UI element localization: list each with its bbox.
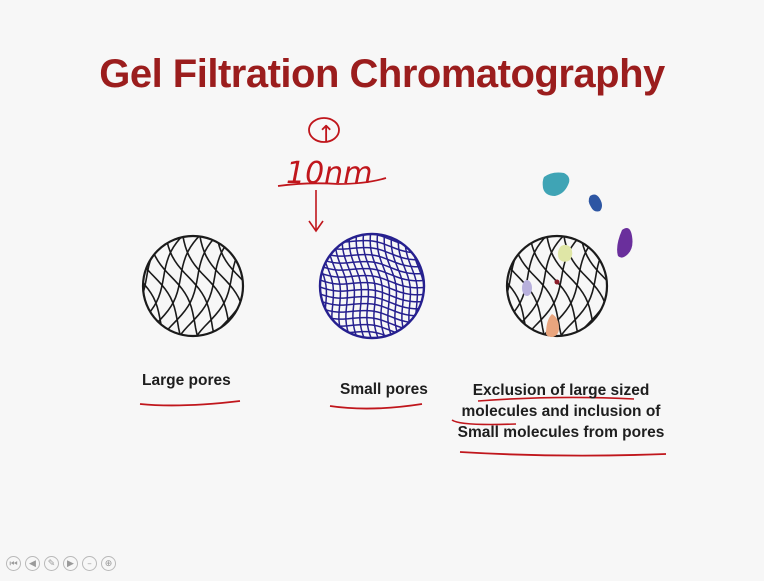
- mesh-strand: [426, 229, 443, 343]
- small-pore-bead-outline: [320, 234, 424, 338]
- mesh-strand: [440, 231, 500, 339]
- mesh-strand: [315, 334, 429, 351]
- mesh-strand: [315, 341, 429, 358]
- nav-pen-button[interactable]: ✎: [44, 556, 59, 571]
- caption-exclusion-line3: Small molecules from pores: [455, 422, 667, 443]
- mesh-strand: [314, 229, 331, 343]
- mesh-strand: [419, 229, 436, 343]
- nav-prev-button[interactable]: ◀: [25, 556, 40, 571]
- mesh-strand: [246, 231, 306, 339]
- lilac-molecule: [522, 280, 532, 296]
- mesh-strand: [321, 229, 338, 343]
- mesh-strand: [461, 231, 513, 343]
- handwritten-annotation: ↑ 10nm: [278, 118, 386, 231]
- nav-zoom-button[interactable]: ⊕: [101, 556, 116, 571]
- nav-next-button[interactable]: ▶: [63, 556, 78, 571]
- caption-exclusion-line2: molecules and inclusion of: [455, 401, 667, 422]
- slide-navigation-bar: ⏮ ◀ ✎ ▶ – ⊕: [6, 556, 116, 571]
- nav-first-button[interactable]: ⏮: [6, 556, 21, 571]
- caption-exclusion-line1: Exclusion of large sized: [455, 380, 667, 401]
- caption-small-pores: Small pores: [340, 381, 428, 399]
- mesh-strand: [97, 231, 149, 343]
- blue-molecule: [589, 195, 602, 212]
- large-pore-mesh: [76, 231, 306, 343]
- mesh-strand: [495, 231, 547, 343]
- mesh-strand: [405, 229, 422, 343]
- mesh-strand: [80, 231, 132, 343]
- large-pore-bead: [76, 231, 306, 343]
- exclusion-bead: [440, 231, 670, 343]
- small-pore-bead: [300, 215, 443, 358]
- annotation-up-arrow-icon: ↑: [317, 122, 335, 147]
- mesh-strand: [315, 320, 429, 337]
- red-dot-molecule: [555, 280, 560, 285]
- mesh-strand: [412, 229, 429, 343]
- mesh-strand: [229, 231, 289, 339]
- underline-small-pores: [330, 404, 422, 409]
- cyan-molecule: [543, 173, 570, 197]
- mesh-strand: [131, 231, 183, 343]
- caption-large-pores: Large pores: [142, 372, 231, 390]
- mesh-strand: [315, 327, 429, 344]
- purple-molecule: [617, 228, 632, 258]
- underline-large-pores: [140, 401, 240, 405]
- mesh-strand: [478, 231, 530, 343]
- small-pore-mesh: [300, 215, 443, 358]
- mesh-strand: [315, 222, 429, 239]
- mesh-strand: [307, 229, 324, 343]
- annotation-10nm-text: 10nm: [286, 156, 372, 191]
- mesh-strand: [114, 231, 166, 343]
- mesh-strand: [233, 231, 285, 343]
- mesh-strand: [444, 231, 496, 343]
- mesh-strand: [315, 215, 429, 232]
- yellow-green-molecule: [558, 245, 572, 262]
- caption-exclusion: Exclusion of large sized molecules and i…: [455, 380, 667, 443]
- mesh-strand: [250, 231, 302, 343]
- mesh-strand: [315, 229, 429, 246]
- nav-minus-button[interactable]: –: [82, 556, 97, 571]
- mesh-strand: [315, 236, 429, 253]
- mesh-strand: [76, 231, 136, 339]
- mesh-strand: [300, 229, 317, 343]
- underline-exclusion-line3: [460, 452, 666, 456]
